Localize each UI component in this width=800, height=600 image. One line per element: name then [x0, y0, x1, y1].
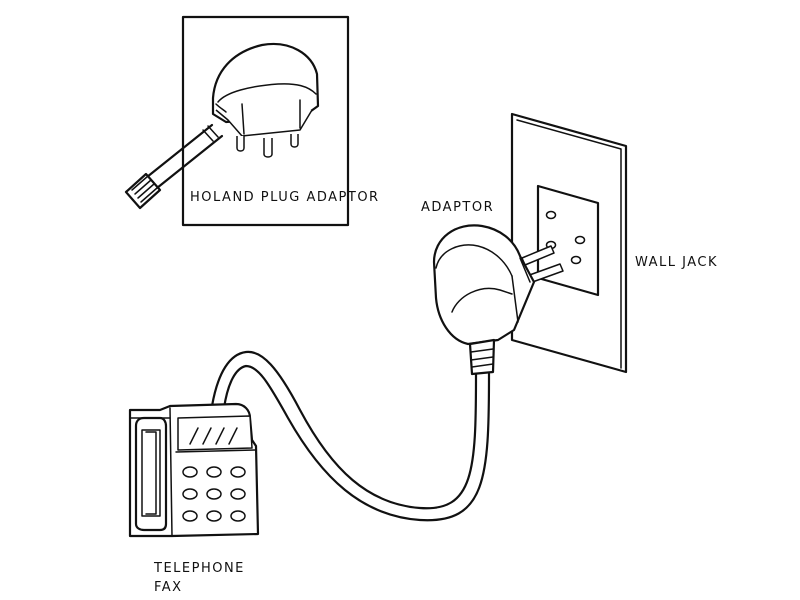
label-telephone: TELEPHONE	[153, 561, 245, 576]
keypad-icon	[175, 449, 257, 522]
rj-plug-icon	[124, 172, 162, 210]
inset-holland-plug-adaptor: HOLAND PLUG ADAPTOR	[124, 15, 380, 227]
inset-cord	[145, 123, 224, 190]
wall-plate	[510, 112, 628, 374]
label-adaptor: ADAPTOR	[421, 200, 494, 215]
label-fax: FAX	[154, 580, 183, 595]
display-panel	[177, 415, 253, 451]
label-wall-jack: WALL JACK	[635, 255, 718, 270]
inset-pins-icon	[236, 134, 299, 158]
handset-icon	[134, 416, 168, 532]
wall-jack-socket	[536, 184, 600, 297]
adaptor-plug-icon	[432, 224, 564, 376]
inset-frame	[181, 15, 350, 227]
telephone-fax-icon	[128, 402, 260, 538]
telephone-cord	[210, 350, 491, 522]
inset-label: HOLAND PLUG ADAPTOR	[190, 190, 380, 205]
inset-adaptor-body-icon	[211, 42, 320, 137]
